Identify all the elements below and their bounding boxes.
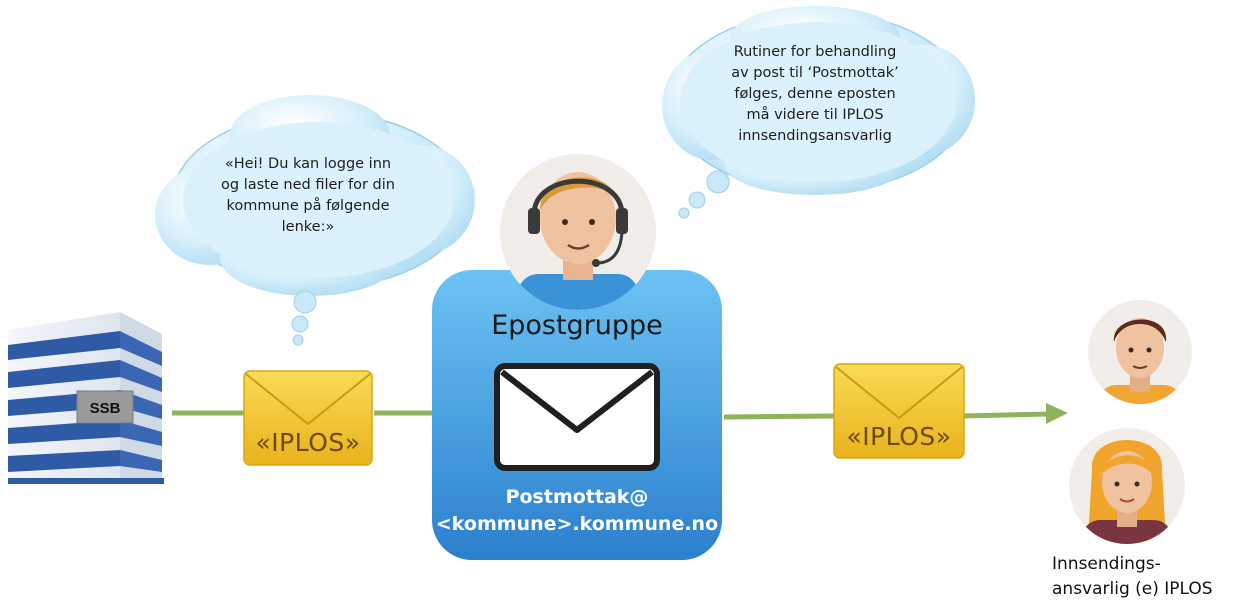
mailgroup-address-line1: Postmottak@ (505, 486, 649, 508)
thought-bubble-left (155, 95, 475, 346)
mailgroup-title: Epostgruppe (491, 310, 663, 341)
bubble-left-line: og laste ned filer for din (221, 177, 395, 193)
bubble-right-line: av post til ‘Postmottak’ (731, 65, 899, 81)
building-icon (8, 312, 164, 484)
mailgroup-address-line2: <kommune>.kommune.no (435, 513, 719, 535)
envelope-icon (833, 363, 965, 459)
bubble-right-text: Rutiner for behandling av post til ‘Post… (690, 42, 940, 147)
building-label: SSB (90, 400, 121, 417)
bubble-left-line: lenke:» (281, 219, 335, 235)
operator-avatar (500, 154, 656, 310)
recipients-label: Innsendings- ansvarlig (e) IPLOS (1052, 552, 1242, 602)
bubble-left-text: «Hei! Du kan logge inn og laste ned file… (188, 154, 428, 238)
recipient-male-avatar (1088, 300, 1192, 404)
bubble-left-line: «Hei! Du kan logge inn (224, 156, 392, 172)
envelope-icon (243, 370, 373, 466)
recipients-label-line2: ansvarlig (e) IPLOS (1052, 579, 1213, 599)
bubble-right-line: innsendingsansvarlig (738, 128, 892, 144)
bubble-right-line: må videre til IPLOS (746, 107, 884, 123)
recipients-label-line1: Innsendings- (1052, 554, 1161, 574)
mailgroup-box (432, 270, 722, 560)
envelope-left-label: «IPLOS» (255, 428, 361, 457)
recipient-female-avatar (1069, 428, 1185, 544)
mailgroup-address: Postmottak@ <kommune>.kommune.no (432, 484, 722, 538)
bubble-right-line: følges, denne eposten (734, 86, 896, 102)
bubble-right-line: Rutiner for behandling (733, 44, 897, 60)
bubble-left-line: kommune på følgende (226, 198, 390, 214)
arrow-envelope-to-recipients (961, 403, 1068, 424)
envelope-right-label: «IPLOS» (846, 422, 952, 451)
thought-bubble-right (662, 6, 975, 219)
arrow-mailgroup-to-envelope (723, 413, 837, 420)
